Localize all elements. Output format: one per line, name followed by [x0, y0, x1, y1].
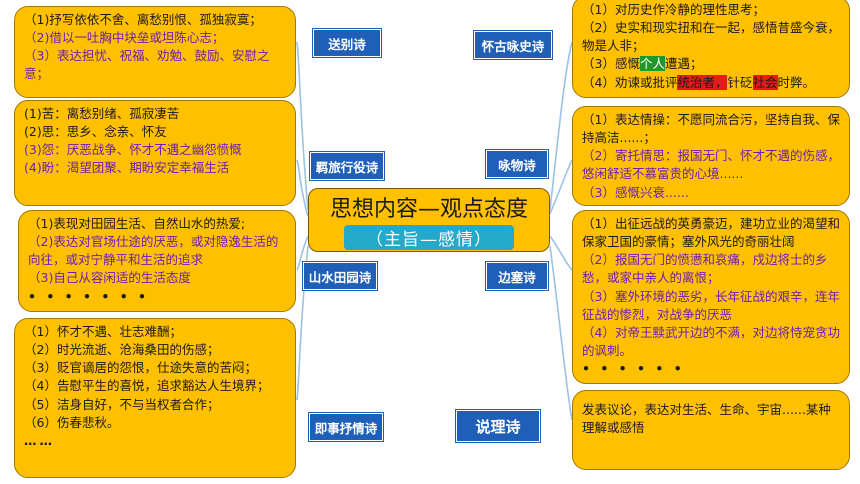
lyric-content-box: （1）怀才不遇、壮志难酬； （2）时光流逝、沧海桑田的伤感； （3）贬官谪居的怨…: [14, 318, 296, 478]
history-line-4-post: 时弊。: [777, 74, 816, 90]
history-line-4-mid: 针砭: [727, 74, 753, 90]
label-frontier: 边塞诗: [486, 262, 548, 290]
label-lyric: 即事抒情诗: [309, 413, 383, 441]
reason-line-1: 发表议论，表达对生活、生命、宇宙......某种理解或感悟: [582, 402, 831, 436]
farewell-line-1: （1)抒写依依不舍、离愁别恨、孤独寂寞；: [24, 12, 262, 27]
frontier-content-box: （1）出征远战的英勇豪迈，建功立业的渴望和保家卫国的豪情；塞外风光的奇丽壮阔 （…: [572, 210, 850, 384]
connector-object: [549, 159, 573, 215]
frontier-line-2: （2）报国无门的愤懑和哀痛，戍边将士的乡愁，或家中亲人的离恨；: [582, 252, 828, 286]
central-topic: 思想内容—观点态度 （主旨—感情）: [308, 188, 550, 252]
travel-line-1: (1)苦：离愁别绪、孤寂凄苦: [24, 106, 180, 121]
lyric-line-5: （5）洁身自好，不与当权者合作；: [24, 396, 220, 412]
history-line-4-highlight-2: 社会: [752, 74, 778, 90]
frontier-line-1: （1）出征远战的英勇豪迈，建功立业的渴望和保家卫国的豪情；塞外风光的奇丽壮阔: [582, 216, 840, 250]
history-line-3-post: 遭遇；: [664, 56, 703, 72]
pastoral-line-1: （1)表现对田园生活、自然山水的热爱;: [28, 216, 246, 231]
connector-frontier: [549, 235, 573, 271]
object-line-2: （2）寄托情思：报国无门、怀才不遇的伤感，悠闲舒适不慕富贵的心境......: [582, 148, 840, 182]
travel-line-2: (2)思：思乡、念亲、怀友: [24, 124, 167, 140]
connector-pastoral: [296, 235, 309, 271]
reason-content-box: 发表议论，表达对生活、生命、宇宙......某种理解或感悟: [572, 390, 850, 470]
pastoral-content-box: （1)表现对田园生活、自然山水的热爱; （2)表达对官场仕途的厌恶，或对隐逸生活…: [18, 210, 296, 312]
frontier-dots: • • • • • •: [582, 361, 685, 376]
history-line-2-text: （2）史实和现实扭和在一起，感悟昔盛今衰，物是人非；: [582, 20, 840, 54]
object-line-1: （1）表达情操：不愿同流合污，坚持自我、保持高洁......；: [582, 112, 840, 146]
lyric-line-3: （3）贬官谪居的怨恨，仕途失意的苦闷；: [24, 360, 257, 376]
pastoral-dots: • • • • • • •: [28, 288, 150, 304]
lyric-line-2: （2）时光流逝、沧海桑田的伤感；: [24, 342, 220, 358]
label-reason: 说理诗: [456, 410, 540, 442]
travel-line-4: (4)盼：渴望团聚、期盼安定幸福生活: [24, 160, 230, 176]
object-content-box: （1）表达情操：不愿同流合污，坚持自我、保持高洁......； （2）寄托情思：…: [572, 106, 850, 206]
connector-farewell: [296, 41, 309, 211]
history-line-4: （4）劝谏或批评统治者，针砭社会时弊。: [582, 74, 840, 92]
history-content-box: （1）对历史作冷静的理性思考； （2）史实和现实扭和在一起，感悟昔盛今衰，物是人…: [572, 0, 850, 98]
object-line-3: （3）感慨兴衰......: [582, 184, 689, 200]
travel-content-box: (1)苦：离愁别绪、孤寂凄苦 (2)思：思乡、念亲、怀友 (3)怨：厌恶战争、怀…: [14, 100, 296, 206]
travel-line-3: (3)怨：厌恶战争、怀才不遇之幽怨愤慨: [24, 142, 242, 158]
frontier-line-4: （4）对帝王黩武开边的不满，对边将恃宠贪功的讽刺。: [582, 324, 840, 358]
pastoral-line-2: （2)表达对官场仕途的厌恶，或对隐逸生活的向往，或对宁静平和生活的追求: [28, 234, 279, 268]
central-subtitle: （主旨—感情）: [344, 225, 514, 250]
connector-history: [549, 41, 573, 211]
label-farewell: 送别诗: [313, 29, 381, 57]
farewell-line-2: （2)借以一吐胸中块垒或坦陈心志；: [24, 30, 225, 46]
history-line-2: （2）史实和现实扭和在一起，感悟昔盛今衰，物是人非；: [582, 19, 840, 55]
history-line-3-highlight: 个人: [639, 56, 665, 72]
history-line-4-highlight-1: 统治者，: [677, 74, 728, 90]
label-pastoral: 山水田园诗: [303, 262, 377, 290]
farewell-content-box: （1)抒写依依不舍、离愁别恨、孤独寂寞； （2)借以一吐胸中块垒或坦陈心志； （…: [14, 6, 296, 98]
lyric-line-1: （1）怀才不遇、壮志难酬；: [24, 324, 182, 339]
history-line-1: （1）对历史作冷静的理性思考；: [582, 2, 765, 17]
lyric-line-6: （6）伤春悲秋。: [24, 414, 120, 430]
history-line-4-pre: （4）劝谏或批评: [582, 74, 678, 90]
label-history: 怀古咏史诗: [474, 31, 552, 59]
frontier-line-3: （3）塞外环境的恶劣，长年征战的艰辛，连年征战的惨烈，对战争的厌恶: [582, 288, 840, 322]
lyric-dots: ……: [24, 432, 55, 448]
connector-travel: [296, 159, 309, 217]
farewell-line-3: （3）表达担忧、祝福、劝勉、鼓励、安慰之意；: [24, 48, 270, 82]
lyric-line-4: （4）告慰平生的喜悦，追求豁达人生境界；: [24, 378, 270, 394]
label-object: 咏物诗: [486, 150, 548, 178]
pastoral-line-3: （3)自己从容闲适的生活态度: [28, 270, 191, 286]
connector-reason: [549, 245, 573, 421]
history-line-3: （3）感慨个人遭遇；: [582, 55, 840, 73]
label-travel: 羁旅行役诗: [310, 152, 384, 180]
central-title: 思想内容—观点态度: [329, 197, 528, 222]
object-dots: • • • • • •: [582, 202, 840, 205]
history-line-3-pre: （3）感慨: [582, 56, 640, 72]
